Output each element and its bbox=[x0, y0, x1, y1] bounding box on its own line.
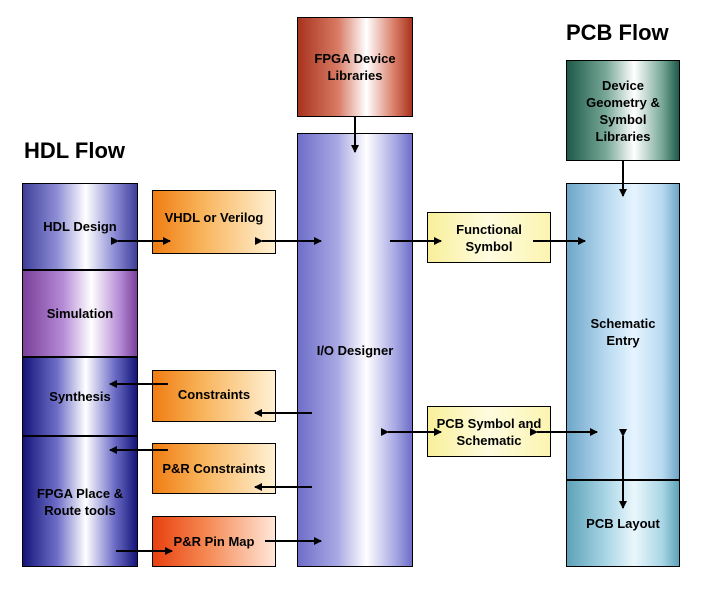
io-designer-label: I/O Designer bbox=[316, 342, 394, 358]
pcb-symbol-schematic-label: PCB Symbol and Schematic bbox=[436, 415, 542, 448]
device-geometry-libraries-label: Device Geometry & Symbol Libraries bbox=[586, 77, 660, 144]
fpga-place-route-label: FPGA Place & Route tools bbox=[36, 485, 124, 518]
functional-symbol-label: Functional Symbol bbox=[456, 221, 522, 254]
simulation-box: Simulation bbox=[22, 270, 138, 357]
synthesis-box: Synthesis bbox=[22, 357, 138, 436]
fpga-place-route-box: FPGA Place & Route tools bbox=[22, 436, 138, 567]
simulation-label: Simulation bbox=[46, 306, 114, 321]
fpga-device-libraries-label: FPGA Device Libraries bbox=[314, 51, 396, 83]
hdl-flow-heading: HDL Flow bbox=[24, 138, 126, 163]
constraints-label: Constraints bbox=[177, 386, 251, 402]
pr-pin-map-box: P&R Pin Map bbox=[152, 516, 276, 567]
io-designer-box: I/O Designer bbox=[297, 133, 413, 567]
pr-constraints-label: P&R Constraints bbox=[162, 461, 266, 476]
fpga-device-libraries-box: FPGA Device Libraries bbox=[297, 17, 413, 117]
hdl-design-box: HDL Design bbox=[22, 183, 138, 270]
pcb-layout-label: PCB Layout bbox=[586, 516, 660, 531]
functional-symbol-box: Functional Symbol bbox=[427, 212, 551, 263]
pr-pin-map-label: P&R Pin Map bbox=[173, 534, 255, 549]
schematic-entry-label: Schematic Entry bbox=[590, 315, 656, 348]
synthesis-label: Synthesis bbox=[49, 389, 111, 404]
hdl-design-label: HDL Design bbox=[43, 219, 117, 234]
device-geometry-libraries-box: Device Geometry & Symbol Libraries bbox=[566, 60, 680, 161]
vhdl-or-verilog-label: VHDL or Verilog bbox=[164, 209, 264, 225]
pcb-flow-heading: PCB Flow bbox=[566, 20, 669, 45]
